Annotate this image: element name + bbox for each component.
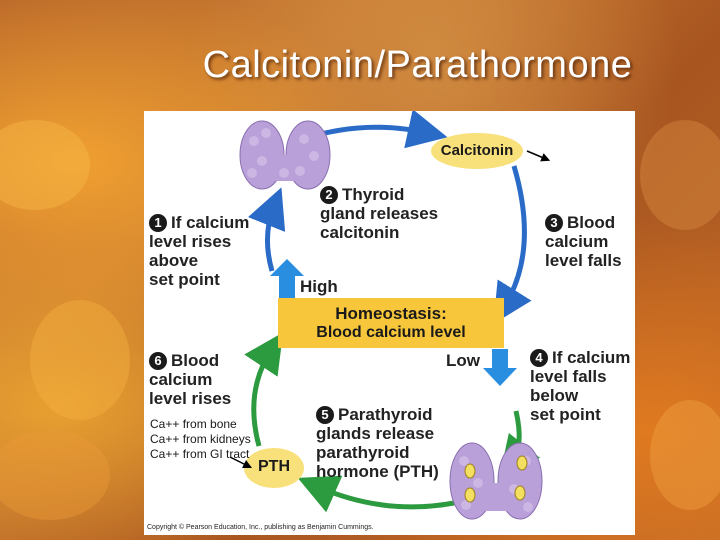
pth-sources-list: Ca++ from bone Ca++ from kidneys Ca++ fr… xyxy=(150,417,251,461)
thyroid-gland-icon xyxy=(239,120,331,190)
arrow-parathyroid-to-pth xyxy=(297,475,455,513)
low-label: Low xyxy=(446,351,480,370)
calcitonin-label: Calcitonin xyxy=(440,142,514,159)
background-cell xyxy=(30,300,130,420)
step-number: 3 xyxy=(545,214,563,232)
parathyroid-glands-icon xyxy=(449,442,543,520)
slide-title: Calcitonin/Parathormone xyxy=(202,44,633,86)
pth-sources-pointer xyxy=(229,456,253,469)
ca-to-bone-pointer xyxy=(526,150,551,162)
step-number: 6 xyxy=(149,352,167,370)
background-cell xyxy=(640,120,720,230)
low-arrow xyxy=(483,349,517,386)
step-number: 1 xyxy=(149,214,167,232)
pth-oval xyxy=(244,448,304,488)
homeostasis-title: Homeostasis: xyxy=(335,304,447,323)
high-label: High xyxy=(300,277,338,296)
arrow-pth-to-homeostasis xyxy=(244,332,284,447)
cycle-arrows xyxy=(229,111,551,520)
arrow-calcitonin-to-blood xyxy=(493,165,532,324)
step-number: 4 xyxy=(530,349,548,367)
background-cell xyxy=(0,430,110,520)
calcitonin-oval xyxy=(431,133,523,169)
background-cell xyxy=(650,400,720,510)
background-cell xyxy=(0,120,90,210)
ca-to-bone-label: Ca++ to bone xyxy=(552,160,625,174)
homeostasis-box: Homeostasis: Blood calcium level xyxy=(278,298,504,348)
step-number: 5 xyxy=(316,406,334,424)
pth-label: PTH xyxy=(258,458,290,475)
homeostasis-subtitle: Blood calcium level xyxy=(316,324,466,341)
step-number: 2 xyxy=(320,186,338,204)
copyright-text: Copyright © Pearson Education, Inc., pub… xyxy=(147,524,374,531)
high-arrow xyxy=(270,259,304,298)
arrow-high-to-thyroid xyxy=(248,187,286,272)
